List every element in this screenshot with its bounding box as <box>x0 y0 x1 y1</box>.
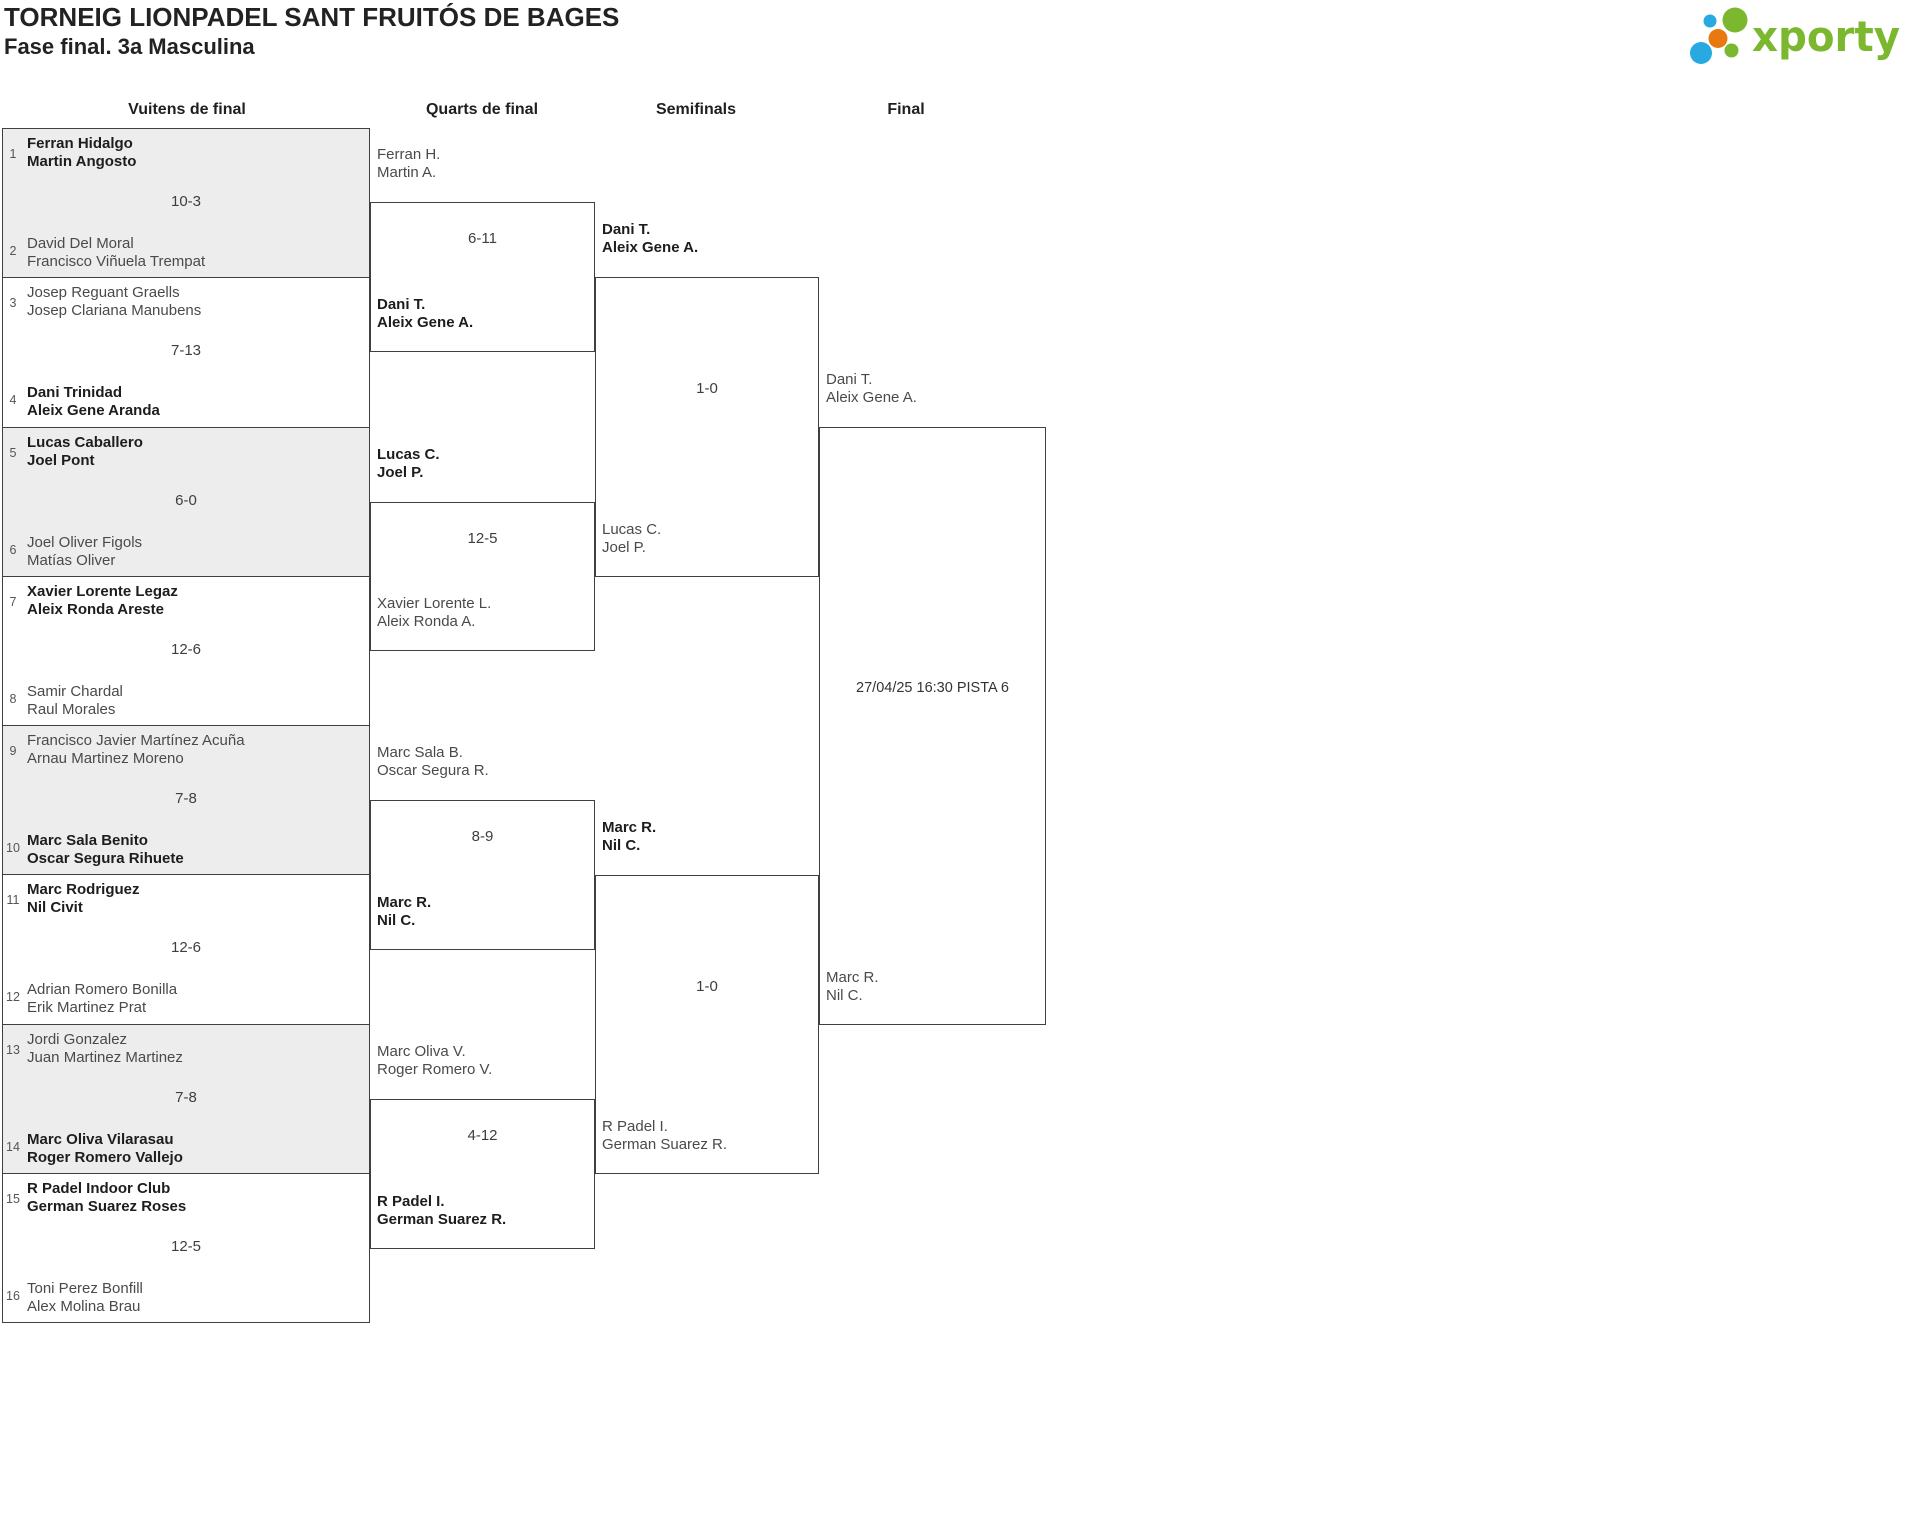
seed-number: 11 <box>6 893 20 908</box>
match-score: 6-11 <box>468 230 497 247</box>
team-pair[interactable]: Marc Sala B.Oscar Segura R. <box>377 744 489 779</box>
xporty-logo-graphic: xporty <box>1690 7 1900 64</box>
team-pair[interactable]: Dani T.Aleix Gene A. <box>602 221 699 256</box>
match-score: 4-12 <box>467 1127 498 1144</box>
final-match-box <box>819 427 1046 1025</box>
seed-number: 4 <box>9 393 17 408</box>
round-header-qf: Quarts de final <box>425 101 539 118</box>
team-pair[interactable]: R Padel I.German Suarez R. <box>377 1193 507 1228</box>
seed-number: 10 <box>6 841 20 855</box>
final-schedule: 27/04/25 16:30 PISTA 6 <box>856 680 1009 696</box>
round-header-final: Final <box>887 101 925 118</box>
qf-match-1-box <box>370 202 595 352</box>
xporty-logo[interactable]: xporty <box>1668 3 1920 67</box>
match-score: 6-0 <box>175 491 197 509</box>
sf-match-1-box <box>595 277 819 577</box>
seed-number: 2 <box>9 244 17 258</box>
match-score: 7-8 <box>175 1088 197 1106</box>
match-score: 12-6 <box>170 939 202 957</box>
match-score: 1-0 <box>696 978 718 995</box>
seed-number: 12 <box>6 990 20 1005</box>
qf-match-4-box <box>370 1099 595 1249</box>
seed-number: 6 <box>9 542 17 557</box>
seed-number: 13 <box>6 1042 20 1057</box>
seed-number: 14 <box>6 1139 20 1154</box>
match-score: 1-0 <box>696 380 718 397</box>
team-pair[interactable]: Marc R.Nil C. <box>602 819 657 854</box>
team-pair[interactable]: Marc R.Nil C. <box>377 894 432 929</box>
seed-number: 15 <box>6 1191 20 1206</box>
team-pair[interactable]: Marc R.Nil C. <box>826 969 879 1004</box>
qf-match-2-box <box>370 502 595 651</box>
seed-number: 8 <box>9 691 17 706</box>
page-title: TORNEIG LIONPADEL SANT FRUITÓS DE BAGES <box>4 2 620 32</box>
team-pair[interactable]: R Padel I.German Suarez R. <box>602 1118 728 1153</box>
round-header-sf: Semifinals <box>655 101 737 118</box>
seed-number: 16 <box>6 1288 20 1303</box>
match-score: 12-5 <box>467 530 498 547</box>
seed-number: 9 <box>9 744 17 758</box>
seed-number: 7 <box>9 594 17 609</box>
match-score: 7-8 <box>175 790 197 807</box>
team-pair[interactable]: Marc Oliva V.Roger Romero V. <box>377 1043 493 1078</box>
match-score: 7-13 <box>170 342 202 360</box>
team-pair[interactable]: Dani T.Aleix Gene A. <box>826 371 917 406</box>
match-score: 8-9 <box>471 828 494 845</box>
team-pair[interactable]: Lucas C.Joel P. <box>602 521 662 556</box>
page-subtitle: Fase final. 3a Masculina <box>4 34 255 59</box>
seed-number: 1 <box>9 147 17 161</box>
svg-text:xporty: xporty <box>1752 12 1900 61</box>
qf-match-3-box <box>370 800 595 950</box>
match-score: 10-3 <box>170 193 202 210</box>
seed-number: 3 <box>9 296 17 311</box>
match-score: 12-6 <box>170 640 202 658</box>
match-score: 12-5 <box>170 1237 202 1255</box>
team-pair[interactable]: Dani T.Aleix Gene A. <box>377 296 474 331</box>
team-pair[interactable]: Xavier Lorente L.Aleix Ronda A. <box>377 595 492 630</box>
team-pair[interactable]: Ferran H.Martin A. <box>377 146 441 181</box>
seed-number: 5 <box>9 445 17 460</box>
team-pair[interactable]: Lucas C.Joel P. <box>377 446 440 481</box>
sf-match-2-box <box>595 875 819 1174</box>
round-header-r16: Vuitens de final <box>128 101 246 118</box>
